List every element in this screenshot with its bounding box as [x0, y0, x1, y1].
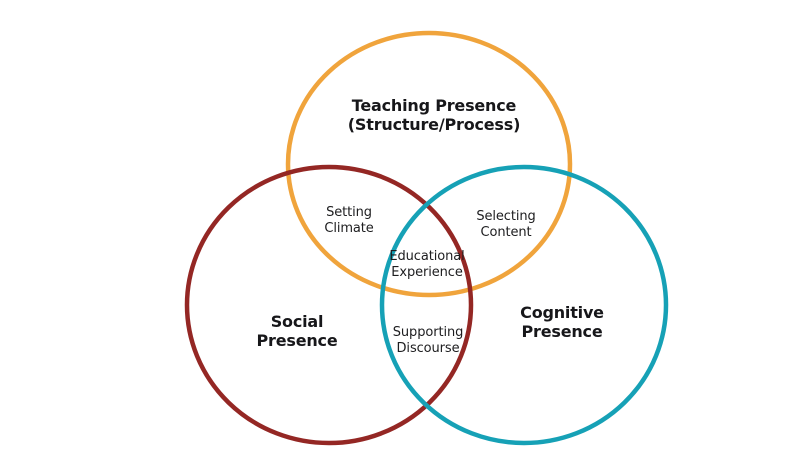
- social-presence-label: Social Presence: [257, 312, 338, 350]
- social-presence-circle-outline: [184, 164, 474, 446]
- educational-experience-label-line2: Experience: [391, 265, 463, 280]
- setting-climate-label: Setting Climate: [324, 205, 373, 237]
- supporting-discourse-label-line1: Supporting: [392, 325, 464, 340]
- setting-climate-label-line2: Climate: [324, 221, 374, 236]
- selecting-content-label: Selecting Content: [476, 209, 535, 241]
- cognitive-presence-circle-outline: [379, 164, 669, 446]
- selecting-content-label-line2: Content: [480, 225, 532, 240]
- setting-climate-label-line1: Setting: [326, 205, 372, 220]
- cognitive-presence-label-line2: Presence: [521, 322, 603, 341]
- educational-experience-label-line1: Educational: [389, 249, 465, 264]
- teaching-presence-label: Teaching Presence (Structure/Process): [347, 96, 521, 134]
- supporting-discourse-label: Supporting Discourse: [393, 325, 464, 357]
- cognitive-presence-label-line1: Cognitive: [520, 303, 604, 322]
- educational-experience-label: Educational Experience: [389, 249, 464, 281]
- cognitive-presence-label: Cognitive Presence: [520, 303, 604, 341]
- social-presence-label-line2: Presence: [256, 331, 338, 350]
- teaching-presence-circle-outline: [285, 30, 573, 298]
- teaching-presence-label-line1: Teaching Presence: [351, 96, 517, 115]
- supporting-discourse-label-line2: Discourse: [396, 341, 460, 356]
- teaching-presence-label-line2: (Structure/Process): [347, 115, 521, 134]
- selecting-content-label-line1: Selecting: [476, 209, 536, 224]
- social-presence-label-line1: Social: [270, 312, 324, 331]
